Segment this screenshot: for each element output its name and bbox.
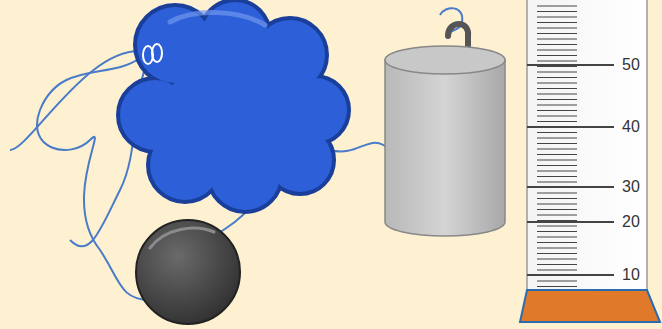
scale-tick bbox=[537, 204, 577, 205]
scale-tick bbox=[527, 221, 614, 223]
scale-tick bbox=[537, 50, 577, 51]
scale-tick bbox=[537, 77, 577, 78]
scale-tick bbox=[537, 110, 577, 111]
scale-number: 10 bbox=[622, 267, 640, 283]
stone-disc bbox=[136, 220, 240, 324]
scale-number: 30 bbox=[622, 179, 640, 195]
scale-tick bbox=[537, 143, 577, 144]
scale-tick bbox=[537, 116, 577, 117]
scale-tick bbox=[537, 286, 577, 287]
scale-tick bbox=[537, 171, 577, 172]
scale-tick bbox=[537, 154, 577, 155]
measuring-cylinder bbox=[520, 0, 660, 322]
scale-tick bbox=[527, 126, 614, 128]
scale-number: 40 bbox=[622, 119, 640, 135]
scale-tick bbox=[537, 220, 577, 221]
scale-tick bbox=[537, 176, 577, 177]
scale-tick bbox=[537, 165, 577, 166]
scale-tick bbox=[537, 6, 577, 7]
scale-tick bbox=[537, 33, 577, 34]
scale-tick bbox=[537, 121, 577, 122]
scale-tick bbox=[537, 55, 577, 56]
scale-tick bbox=[537, 22, 577, 23]
scale-tick bbox=[537, 160, 577, 161]
scale-tick bbox=[537, 11, 577, 12]
scale-tick bbox=[537, 237, 577, 238]
scale-tick bbox=[537, 198, 577, 199]
scale-tick bbox=[537, 242, 577, 243]
scale-number: 20 bbox=[622, 214, 640, 230]
scale-tick bbox=[537, 215, 577, 216]
scale-tick bbox=[527, 186, 614, 188]
scale-tick bbox=[537, 28, 577, 29]
scale-tick bbox=[537, 17, 577, 18]
scale-tick bbox=[537, 226, 577, 227]
scale-tick bbox=[537, 253, 577, 254]
clay-blob bbox=[120, 2, 347, 210]
scale-tick bbox=[537, 209, 577, 210]
scale-tick bbox=[537, 88, 577, 89]
scale-tick bbox=[537, 231, 577, 232]
scale-tick bbox=[537, 281, 577, 282]
scale-tick bbox=[537, 248, 577, 249]
scale-tick bbox=[537, 270, 577, 271]
scale-tick bbox=[537, 149, 577, 150]
metal-cylinder bbox=[385, 24, 505, 236]
scale-tick bbox=[537, 259, 577, 260]
scale-tick bbox=[537, 66, 577, 67]
scale-tick bbox=[537, 105, 577, 106]
scale-tick bbox=[537, 193, 577, 194]
scale-tick bbox=[537, 99, 577, 100]
scale-tick bbox=[537, 39, 577, 40]
scale-tick bbox=[537, 61, 577, 62]
scale-tick bbox=[537, 94, 577, 95]
scale-tick bbox=[527, 64, 614, 66]
scale-tick bbox=[537, 44, 577, 45]
scale-tick bbox=[537, 138, 577, 139]
scale-number: 50 bbox=[622, 57, 640, 73]
scale-tick bbox=[537, 132, 577, 133]
scale-tick bbox=[527, 274, 614, 276]
scale-tick bbox=[537, 264, 577, 265]
scale-tick bbox=[537, 83, 577, 84]
scale-tick bbox=[537, 182, 577, 183]
scale-tick bbox=[537, 72, 577, 73]
